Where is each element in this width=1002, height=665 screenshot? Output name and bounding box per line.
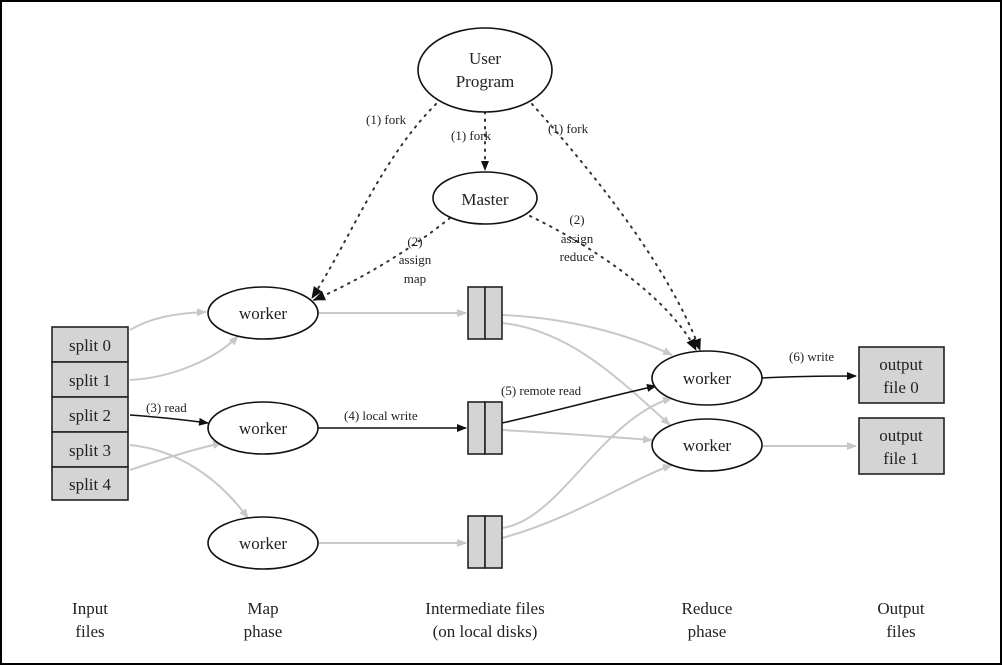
column-input-line1: Input	[72, 599, 108, 618]
map-worker-1-label: worker	[239, 304, 287, 323]
map-worker-1: worker	[207, 286, 319, 340]
label-assign-map-line2: assign	[399, 252, 432, 267]
label-assign-map-line3: map	[404, 271, 426, 286]
column-reduce-line2: phase	[688, 622, 727, 641]
column-reduce-line1: Reduce	[682, 599, 733, 618]
edge-split3-to-worker3	[129, 444, 249, 519]
label-remote-read: (5) remote read	[501, 383, 582, 398]
edge-fork-to-reduce-worker	[531, 103, 701, 351]
split-0: split 0	[69, 336, 111, 355]
column-map-line2: phase	[244, 622, 283, 641]
column-map-line1: Map	[247, 599, 278, 618]
edge-read	[129, 414, 209, 426]
master-label: Master	[461, 190, 509, 209]
column-output-line1: Output	[877, 599, 925, 618]
output-file-0: output file 0	[858, 346, 945, 404]
edge-split3-to-worker2	[129, 441, 223, 471]
edge-file2-to-reduce2	[501, 429, 653, 444]
label-assign-map-line1: (2)	[407, 234, 422, 249]
split-1: split 1	[69, 371, 111, 390]
output-file-0-line1: output	[879, 355, 923, 374]
reduce-worker-1-label: worker	[683, 369, 731, 388]
intermediate-file-1	[467, 286, 503, 340]
edge-file3-to-reduce1	[501, 396, 673, 529]
output-file-0-line2: file 0	[883, 378, 918, 397]
column-input-line2: files	[75, 622, 104, 641]
edge-split1-to-worker1	[129, 335, 239, 381]
edge-assign-reduce	[529, 215, 697, 351]
output-file-1-line2: file 1	[883, 449, 918, 468]
edge-fork-to-map-worker	[311, 103, 437, 299]
split-4: split 4	[69, 475, 112, 494]
column-intermediate-line1: Intermediate files	[425, 599, 544, 618]
output-file-1: output file 1	[858, 417, 945, 475]
user-program-node: User Program	[417, 27, 553, 113]
edge-assign-map	[313, 217, 451, 301]
label-fork-right: (1) fork	[548, 121, 589, 136]
split-2: split 2	[69, 406, 111, 425]
edge-remote-read	[501, 384, 657, 424]
input-splits: split 0 split 1 split 2 split 3 split 4	[51, 326, 129, 501]
edge-write	[761, 372, 857, 381]
column-intermediate-line2: (on local disks)	[433, 622, 538, 641]
intermediate-file-3	[467, 515, 503, 569]
reduce-worker-2: worker	[651, 418, 763, 472]
reduce-worker-2-label: worker	[683, 436, 731, 455]
label-local-write: (4) local write	[344, 408, 418, 423]
edge-file1-to-reduce2	[501, 322, 671, 426]
label-fork-left: (1) fork	[366, 112, 407, 127]
reduce-worker-1: worker	[651, 350, 763, 406]
map-worker-3: worker	[207, 516, 319, 570]
intermediate-file-2	[467, 401, 503, 455]
label-write: (6) write	[789, 349, 834, 364]
label-fork-center: (1) fork	[451, 128, 492, 143]
map-worker-2: worker	[207, 401, 319, 455]
label-assign-reduce-line3: reduce	[560, 249, 595, 264]
user-program-label-line1: User	[469, 49, 501, 68]
split-3: split 3	[69, 441, 111, 460]
label-assign-reduce-line2: assign	[561, 231, 594, 246]
edge-split0-to-worker1	[129, 308, 207, 331]
map-worker-2-label: worker	[239, 419, 287, 438]
map-worker-3-label: worker	[239, 534, 287, 553]
edge-file3-to-reduce2	[501, 464, 673, 539]
master-node: Master	[432, 171, 538, 225]
user-program-label-line2: Program	[456, 72, 515, 91]
edge-file1-to-reduce1	[501, 314, 673, 356]
label-read: (3) read	[146, 400, 187, 415]
label-assign-reduce-line1: (2)	[569, 212, 584, 227]
column-output-line2: files	[886, 622, 915, 641]
output-file-1-line1: output	[879, 426, 923, 445]
